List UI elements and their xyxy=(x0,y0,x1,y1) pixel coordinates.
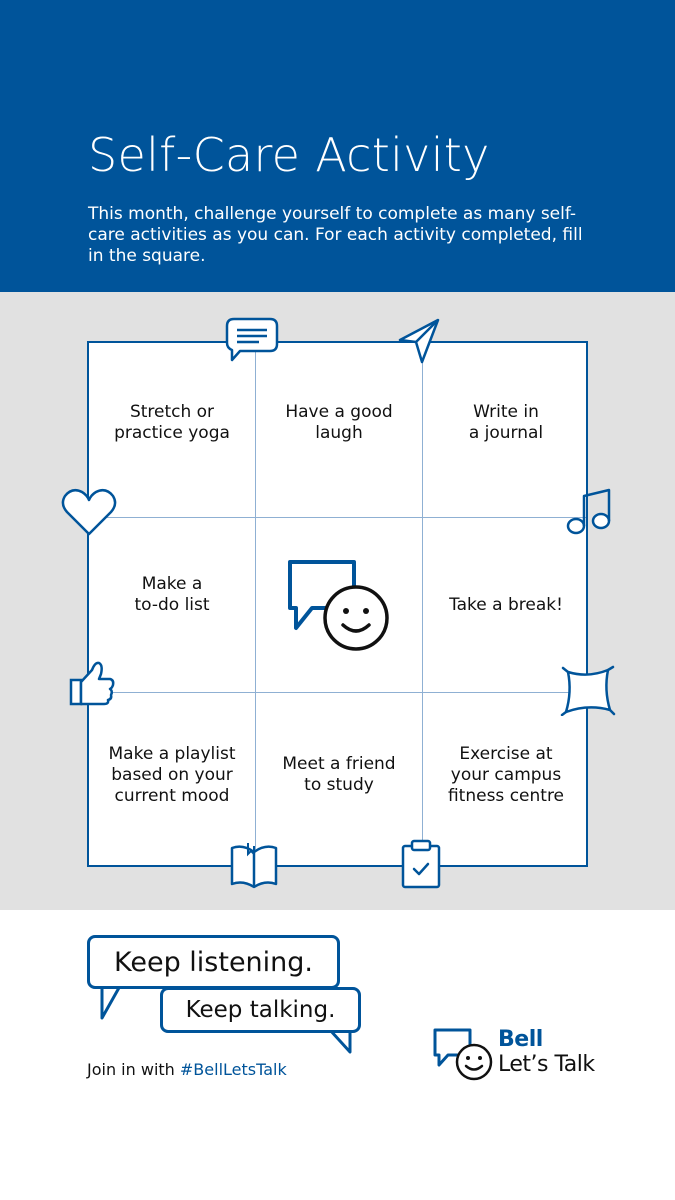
thumbs-up-icon xyxy=(68,658,116,708)
book-icon xyxy=(229,840,279,890)
activity-label: Have a good laugh xyxy=(285,402,393,443)
grid-divider xyxy=(422,343,423,865)
activity-label: Stretch or practice yoga xyxy=(114,402,230,443)
send-icon xyxy=(396,316,442,366)
activity-cell-playlist[interactable]: Make a playlist based on your current mo… xyxy=(89,693,255,865)
center-cell xyxy=(256,518,422,692)
keep-talking-bubble: Keep talking. xyxy=(160,987,361,1033)
activity-grid: Stretch or practice yoga Have a good lau… xyxy=(87,341,588,867)
grid-divider xyxy=(89,517,586,518)
grid-divider xyxy=(255,343,256,865)
heart-icon xyxy=(60,487,118,539)
keep-listening-bubble: Keep listening. xyxy=(87,935,340,989)
intro-text: This month, challenge yourself to comple… xyxy=(88,204,583,266)
clipboard-icon xyxy=(400,838,442,890)
activity-cell-laugh[interactable]: Have a good laugh xyxy=(256,343,422,517)
activity-label: Make a playlist based on your current mo… xyxy=(108,743,236,806)
speech-smiley-icon xyxy=(288,559,389,651)
activity-label: Write in a journal xyxy=(468,402,544,443)
chat-icon xyxy=(224,316,280,364)
activity-cell-todo[interactable]: Make a to-do list xyxy=(89,518,255,692)
activity-cell-friend[interactable]: Meet a friend to study xyxy=(256,693,422,865)
activity-cell-journal[interactable]: Write in a journal xyxy=(423,343,589,517)
bubble-tails xyxy=(100,985,352,1054)
activity-label: Make a to-do list xyxy=(134,574,210,615)
keep-listening-text: Keep listening. xyxy=(113,946,314,978)
hashtag-link[interactable]: #BellLetsTalk xyxy=(179,1060,287,1079)
music-note-icon xyxy=(564,487,614,539)
activity-label: Meet a friend to study xyxy=(282,754,396,795)
keep-talking-text: Keep talking. xyxy=(185,997,336,1023)
bell-lets-talk-logo-icon xyxy=(432,1027,494,1083)
pillow-icon xyxy=(560,664,616,716)
activity-cell-stretch[interactable]: Stretch or practice yoga xyxy=(89,343,255,517)
activity-cell-break[interactable]: Take a break! xyxy=(423,518,589,692)
activity-cell-exercise[interactable]: Exercise at your campus fitness centre xyxy=(423,693,589,865)
grid-divider xyxy=(89,692,586,693)
logo-bell-text: Bell xyxy=(498,1027,543,1052)
activity-label: Take a break! xyxy=(449,594,563,615)
header-banner: Self-Care Activity This month, challenge… xyxy=(0,0,675,292)
join-prefix: Join in with xyxy=(87,1060,180,1079)
page-title: Self-Care Activity xyxy=(88,128,490,182)
logo-lets-talk-text: Let’s Talk xyxy=(498,1052,595,1077)
join-line: Join in with #BellLetsTalk xyxy=(87,1060,287,1079)
activity-label: Exercise at your campus fitness centre xyxy=(447,743,565,806)
